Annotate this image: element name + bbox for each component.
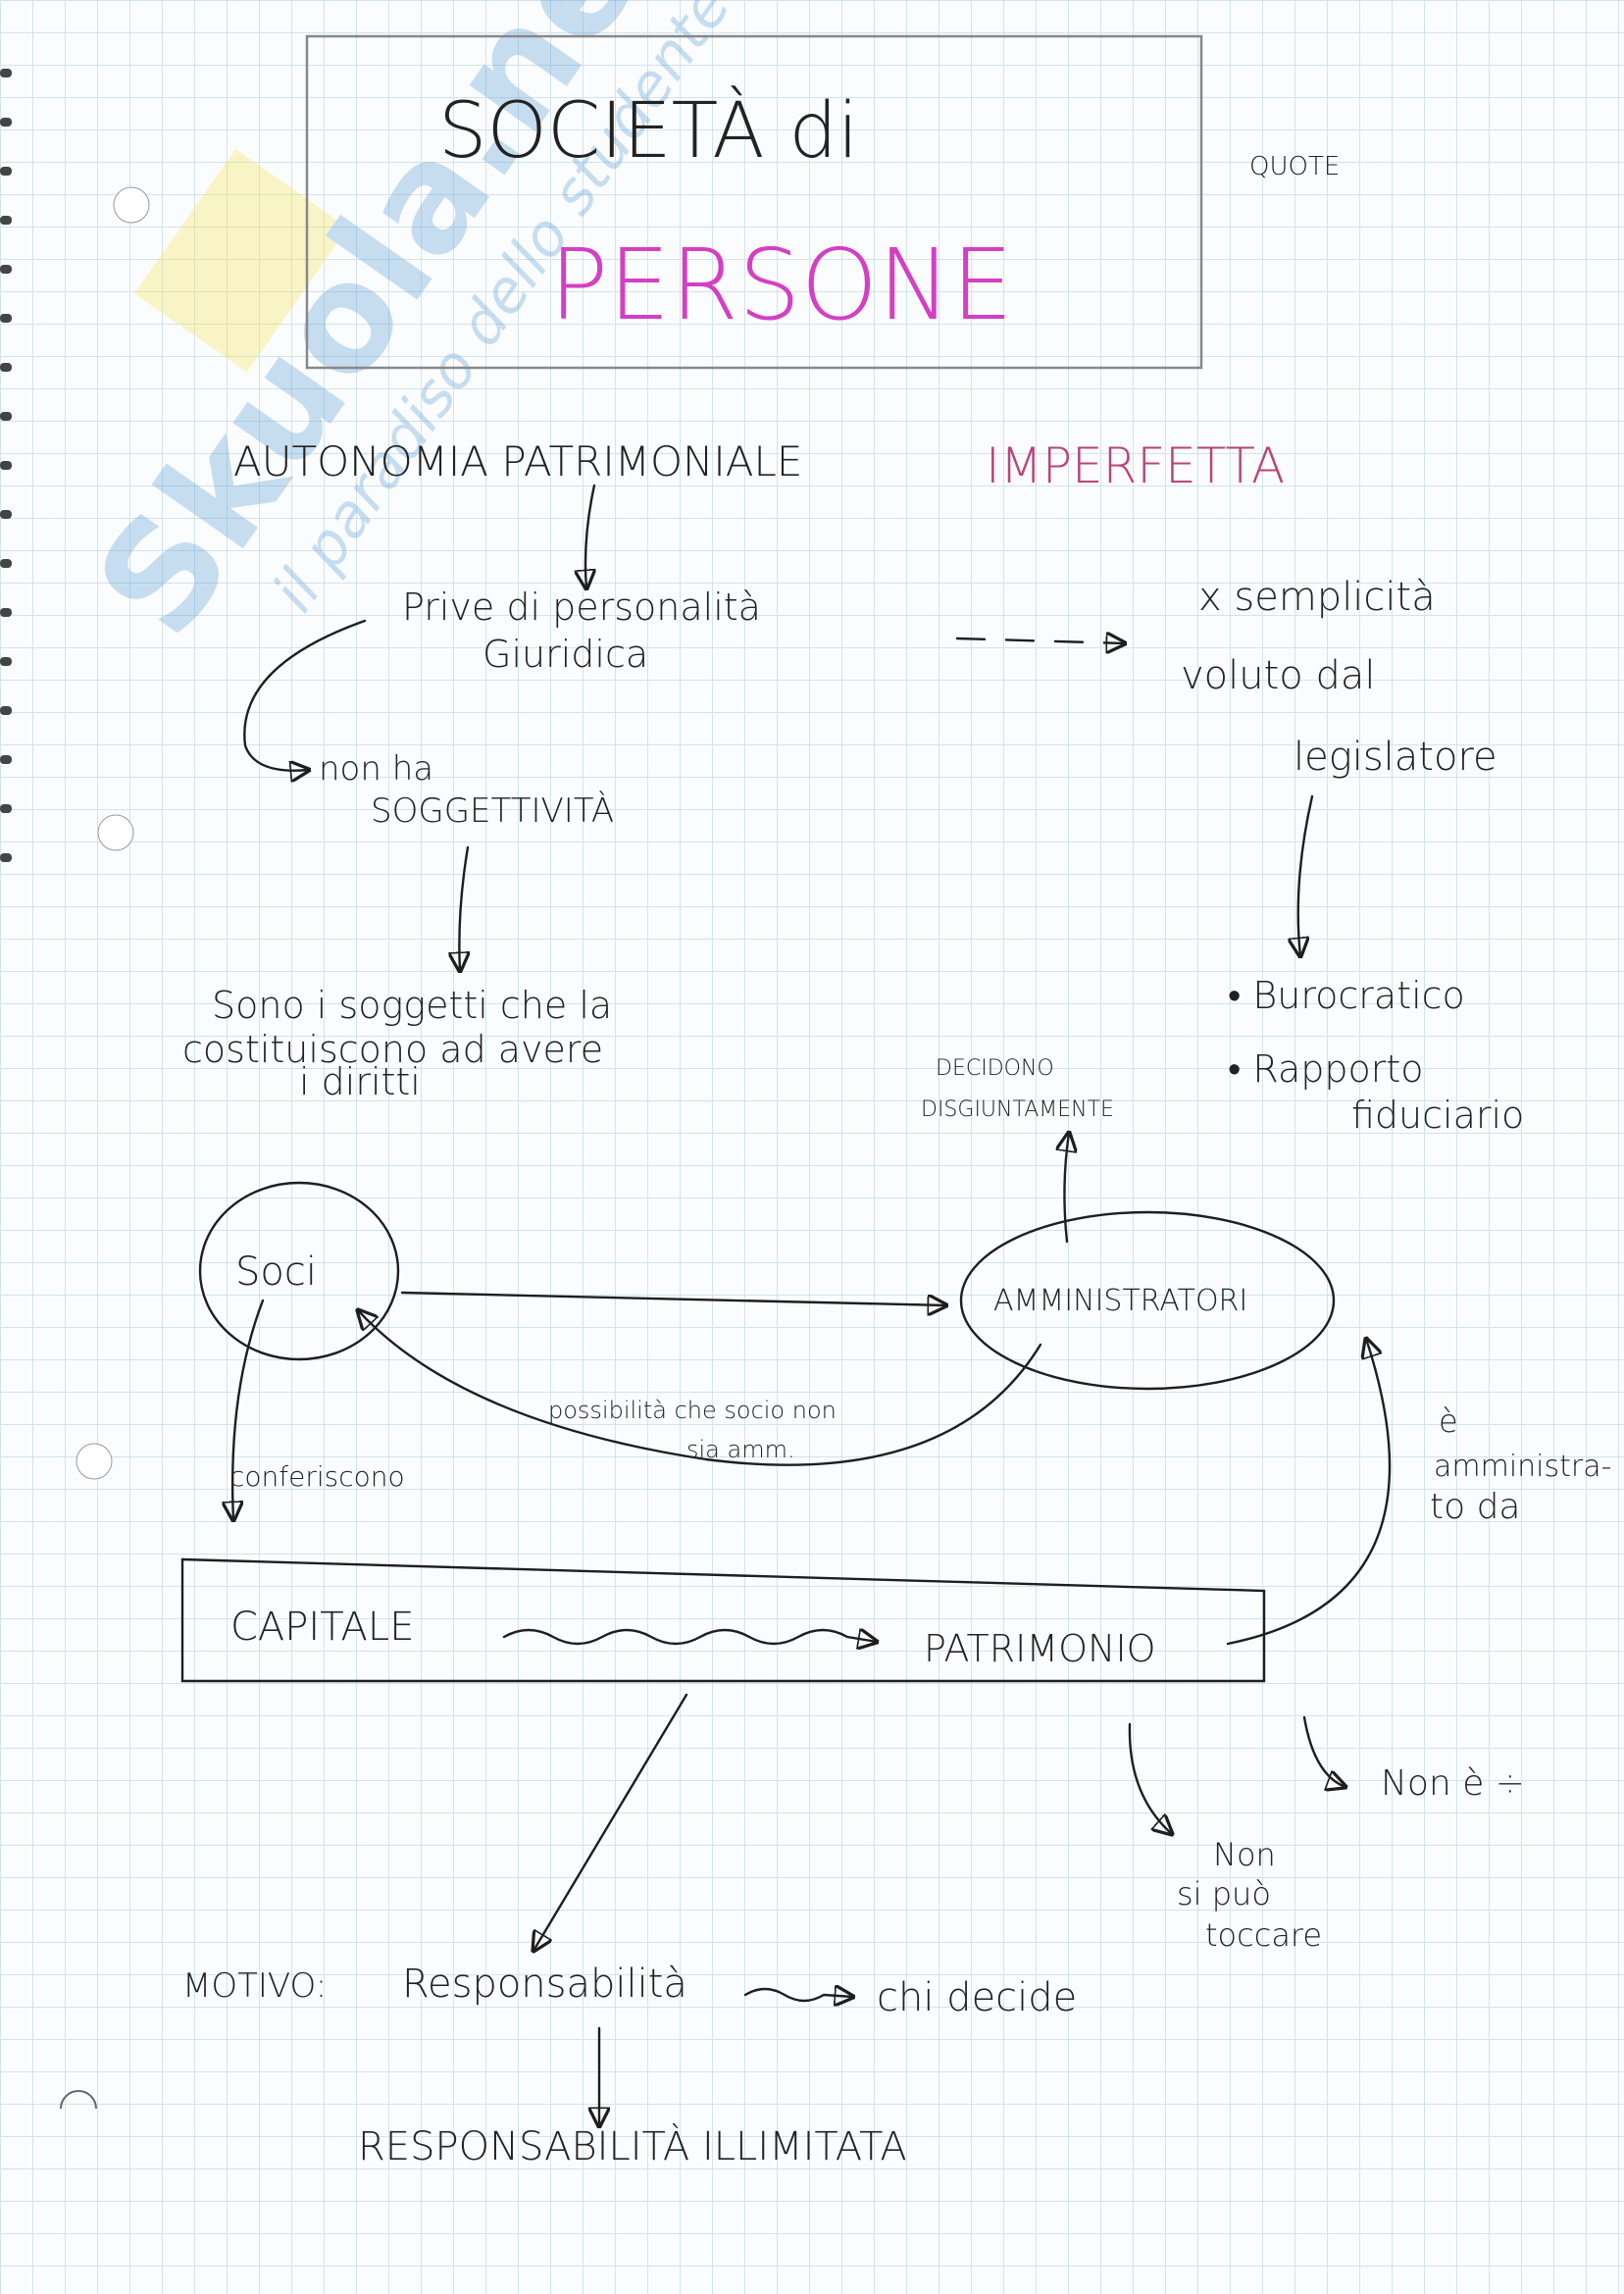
- node-diritti: i diritti: [299, 1060, 421, 1103]
- title-line2: PERSONE: [549, 228, 1013, 342]
- node-fiduciario: fiduciario: [1351, 1094, 1524, 1137]
- node-legislatore: legislatore: [1294, 735, 1497, 780]
- node-amministrato: amministra-: [1434, 1450, 1611, 1484]
- node-voluto: voluto dal: [1181, 653, 1376, 698]
- node-soggettivita: SOGGETTIVITÀ: [371, 790, 614, 831]
- node-prive: Prive di personalità: [402, 586, 761, 629]
- node-non: Non: [1213, 1836, 1276, 1873]
- arrows: [232, 484, 1392, 2126]
- heading-accent: IMPERFETTA: [986, 437, 1285, 494]
- node-amministratori: AMMINISTRATORI: [993, 1284, 1247, 1318]
- node-e: è: [1439, 1402, 1458, 1440]
- node-capitale: CAPITALE: [230, 1605, 414, 1650]
- node-disgiuntamente: DISGIUNTAMENTE: [921, 1097, 1114, 1122]
- node-conferiscono: conferiscono: [229, 1460, 405, 1493]
- node-giuridica: Giuridica: [482, 633, 648, 676]
- node-costituiscono: costituiscono ad avere: [182, 1028, 603, 1071]
- spiral-marks: [0, 69, 12, 862]
- node-non-e: Non è ÷: [1381, 1763, 1525, 1804]
- node-rapporto: • Rapporto: [1228, 1047, 1424, 1091]
- node-semplicita: x semplicità: [1198, 575, 1436, 620]
- node-responsabilita-illimitata: RESPONSABILITÀ ILLIMITATA: [358, 2122, 907, 2169]
- node-chi-decide: chi decide: [877, 1975, 1077, 2020]
- amministratori-ellipse: [959, 1210, 1336, 1391]
- node-sono: Sono i soggetti che la: [212, 984, 612, 1027]
- node-decidono: DECIDONO: [936, 1056, 1054, 1081]
- node-sia-amm: sia amm.: [686, 1436, 795, 1463]
- node-responsabilita: Responsabilità: [402, 1962, 687, 2007]
- side-note: QUOTE: [1249, 152, 1340, 181]
- title-line1: SOCIETÀ di: [438, 85, 859, 176]
- node-patrimonio: PATRIMONIO: [924, 1627, 1156, 1670]
- node-si-puo: si può: [1177, 1875, 1271, 1912]
- node-possibilita: possibilità che socio non: [548, 1397, 837, 1424]
- binder-holes: [60, 186, 150, 2110]
- node-burocratico: • Burocratico: [1228, 974, 1465, 1017]
- node-non-ha: non ha: [319, 749, 433, 789]
- node-soci: Soci: [235, 1249, 317, 1295]
- node-to-da: to da: [1430, 1487, 1521, 1527]
- capitale-box: [180, 1557, 1266, 1683]
- node-toccare: toccare: [1205, 1916, 1322, 1954]
- title-box: [305, 34, 1203, 370]
- soci-circle: [198, 1181, 400, 1361]
- node-motivo: MOTIVO:: [182, 1966, 327, 2006]
- heading-main: AUTONOMIA PATRIMONIALE: [233, 437, 802, 485]
